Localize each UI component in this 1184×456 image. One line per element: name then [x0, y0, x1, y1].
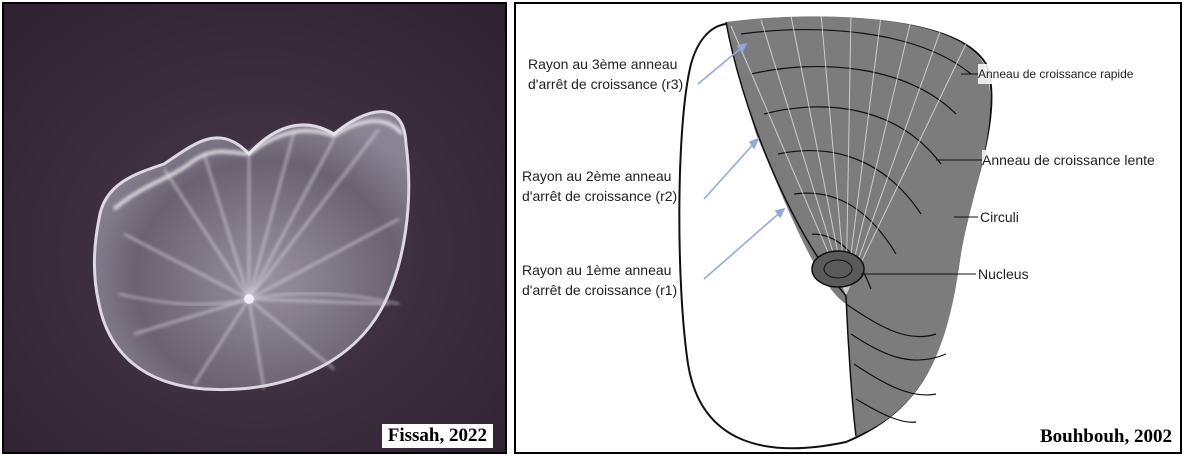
label-r3: Rayon au 3ème anneau d'arrêt de croissan…	[528, 54, 683, 94]
label-r1: Rayon au 1ème anneau d'arrêt de croissan…	[522, 260, 677, 300]
scale-photo	[4, 4, 507, 454]
diagram-credit: Bouhbouh, 2002	[1040, 426, 1172, 448]
scale-photo-panel: Fissah, 2022	[2, 2, 507, 454]
label-fast-growth-ring: Anneau de croissance rapide	[978, 64, 1133, 84]
label-r2: Rayon au 2ème anneau d'arrêt de croissan…	[522, 166, 677, 206]
label-slow-growth-ring: Anneau de croissance lente	[982, 150, 1155, 170]
label-circuli: Circuli	[980, 207, 1019, 227]
photo-credit: Fissah, 2022	[382, 424, 493, 448]
scale-diagram-panel: Rayon au 3ème anneau d'arrêt de croissan…	[514, 2, 1182, 454]
label-nucleus: Nucleus	[978, 264, 1029, 284]
